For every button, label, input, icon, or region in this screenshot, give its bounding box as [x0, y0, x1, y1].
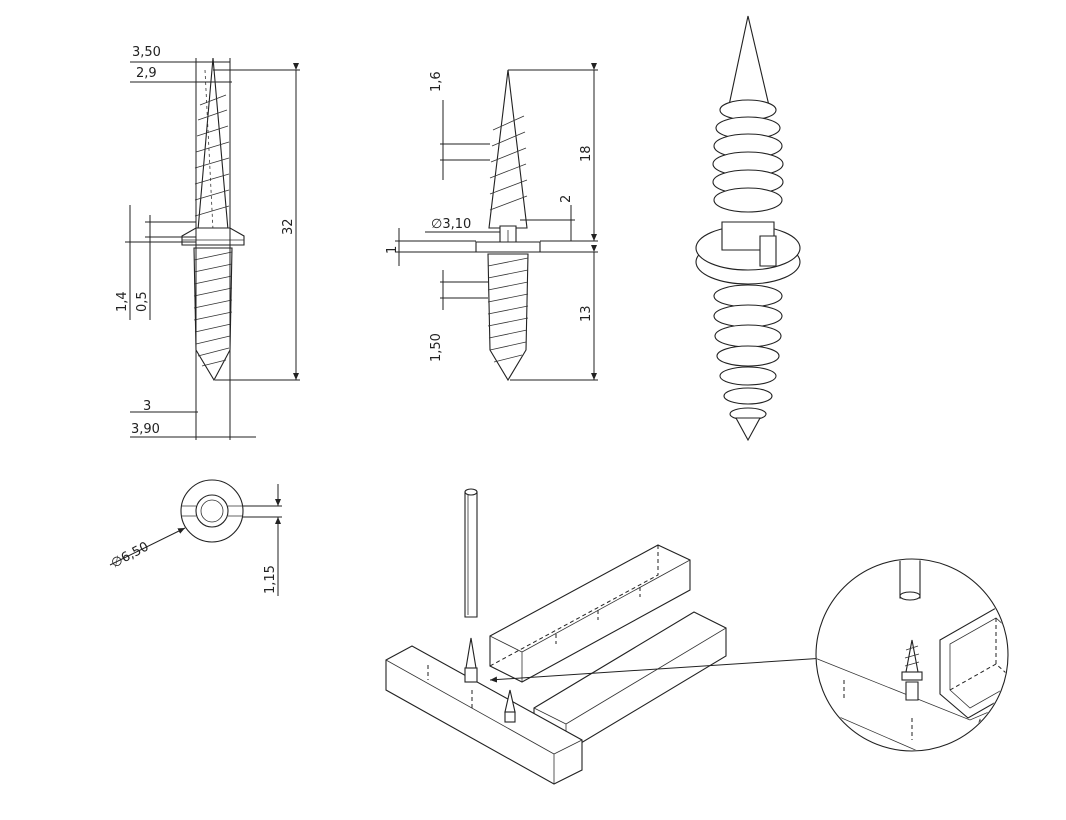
dim-dia-6-50: ∅6,50 — [109, 539, 152, 571]
dim-3: 3 — [143, 399, 151, 414]
dim-dia-3-10: ∅3,10 — [431, 217, 471, 232]
assembly-view — [385, 488, 826, 785]
isometric-screw — [695, 15, 801, 442]
dim-1-50: 1,50 — [429, 333, 444, 362]
dim-2: 2 — [559, 195, 574, 203]
dim-13: 13 — [579, 305, 594, 322]
dim-0-5: 0,5 — [135, 291, 150, 312]
dim-2-9: 2,9 — [136, 66, 157, 81]
dim-3-90: 3,90 — [131, 422, 160, 437]
detail-circle — [815, 558, 1009, 752]
top-view-washer: ∅6,50 1,15 — [109, 479, 282, 596]
dim-18: 18 — [579, 145, 594, 162]
side-view-screw: 1,6 18 2 ∅3,10 1 1,50 13 — [385, 63, 598, 382]
front-view-screw: 3,50 2,9 3 3,90 32 1,4 0,5 — [115, 45, 300, 440]
dim-1-15: 1,15 — [263, 565, 278, 594]
dim-32: 32 — [281, 218, 296, 235]
dim-1: 1 — [385, 246, 400, 254]
dim-1-6: 1,6 — [429, 71, 444, 92]
dim-3-50: 3,50 — [132, 45, 161, 60]
dim-1-4: 1,4 — [115, 291, 130, 312]
